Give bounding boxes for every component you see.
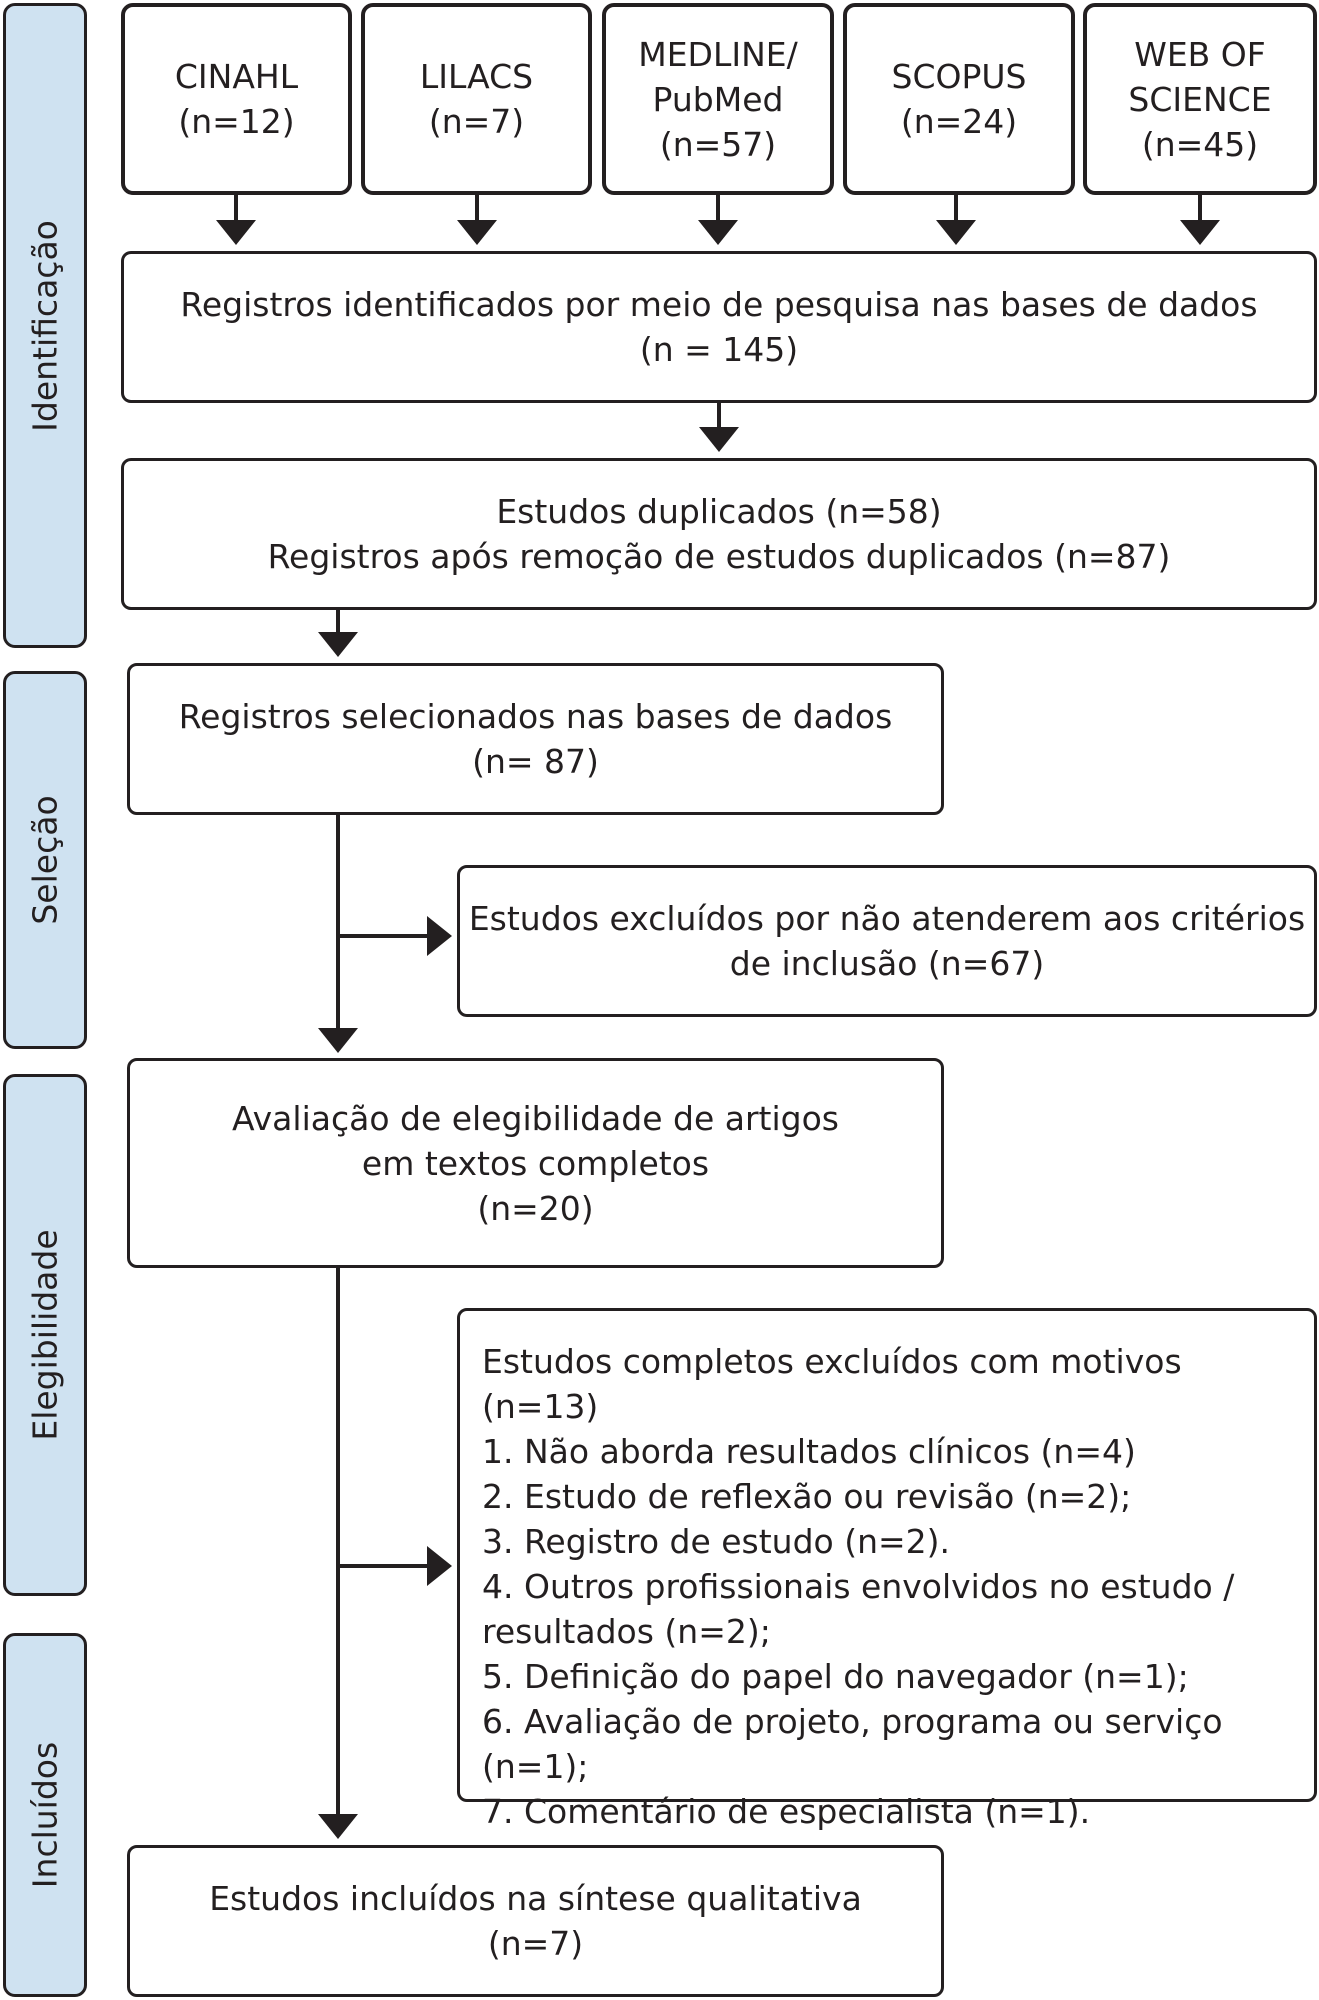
exclusion-reason: 7. Comentário de especialista (n=1). [482,1792,1091,1831]
screened-text: Registros selecionados nas bases de dado… [178,697,893,736]
arrow-down-icon [216,220,256,245]
database-name: MEDLINE/ [638,34,798,74]
arrow-down-icon [699,427,739,452]
arrow-down-icon [1180,220,1220,245]
identified-text: Registros identificados por meio de pesq… [180,285,1258,324]
database-box-scopus: SCOPUS (n=24) [843,3,1075,195]
database-count: (n=7) [428,102,525,141]
arrow-down-icon [698,220,738,245]
full-text-excluded-title: Estudos completos excluídos com motivos … [482,1342,1182,1426]
arrow-right-icon [427,1546,452,1586]
included-studies-box: Estudos incluídos na síntese qualitativa… [127,1845,944,1997]
database-count: (n=57) [659,124,777,164]
duplicates-line-2: Registros após remoção de estudos duplic… [267,537,1171,576]
excluded-criteria-line-1: Estudos excluídos por não atenderem aos … [468,899,1306,938]
arrow-down-icon [457,220,497,245]
excluded-criteria-box: Estudos excluídos por não atenderem aos … [457,865,1317,1017]
full-text-excluded-box: Estudos completos excluídos com motivos … [457,1308,1317,1831]
database-count: (n=24) [900,102,1018,141]
identified-count: (n = 145) [639,330,799,369]
database-name: PubMed [652,79,784,119]
eligibility-line-1: Avaliação de elegibilidade de artigos [232,1098,839,1138]
database-name: WEB OF [1134,34,1266,74]
eligibility-count: (n=20) [477,1188,594,1228]
database-count: (n=45) [1141,124,1259,164]
phase-incluidos: Incluídos [3,1633,87,1997]
screened-records-box: Registros selecionados nas bases de dado… [127,663,944,815]
excluded-criteria-line-2: de inclusão (n=67) [729,944,1045,983]
duplicates-line-1: Estudos duplicados (n=58) [496,492,942,531]
exclusion-reason: 3. Registro de estudo (n=2). [482,1522,951,1561]
arrow-down-icon [318,632,358,657]
phase-selecao: Seleção [3,671,87,1049]
database-name: LILACS [419,57,534,96]
duplicates-box: Estudos duplicados (n=58) Registros após… [121,458,1317,610]
database-box-web-of-science: WEB OF SCIENCE (n=45) [1083,3,1317,195]
phase-elegibilidade: Elegibilidade [3,1074,87,1596]
database-name: SCOPUS [891,57,1027,96]
exclusion-reason: 6. Avaliação de projeto, programa ou ser… [482,1702,1223,1786]
phase-identificacao: Identificação [3,3,87,648]
identified-records-box: Registros identificados por meio de pesq… [121,251,1317,403]
screened-count: (n= 87) [472,742,599,781]
database-box-medline: MEDLINE/ PubMed (n=57) [602,3,834,195]
database-box-lilacs: LILACS (n=7) [361,3,592,195]
exclusion-reason: 1. Não aborda resultados clínicos (n=4) [482,1432,1136,1471]
eligibility-line-2: em textos completos [361,1143,710,1183]
arrow-down-icon [318,1028,358,1053]
database-name: SCIENCE [1128,79,1272,119]
exclusion-reason: 2. Estudo de reflexão ou revisão (n=2); [482,1477,1132,1516]
arrow-down-icon [318,1814,358,1839]
eligibility-box: Avaliação de elegibilidade de artigos em… [127,1058,944,1268]
database-name: CINAHL [174,57,299,96]
arrow-down-icon [936,220,976,245]
exclusion-reason: resultados (n=2); [482,1612,771,1651]
included-text: Estudos incluídos na síntese qualitativa [209,1879,862,1918]
arrow-right-icon [427,916,452,956]
included-count: (n=7) [487,1924,584,1963]
database-count: (n=12) [178,102,295,141]
exclusion-reason: 5. Definição do papel do navegador (n=1)… [482,1657,1189,1696]
exclusion-reason: 4. Outros profissionais envolvidos no es… [482,1567,1235,1606]
database-box-cinahl: CINAHL (n=12) [121,3,352,195]
